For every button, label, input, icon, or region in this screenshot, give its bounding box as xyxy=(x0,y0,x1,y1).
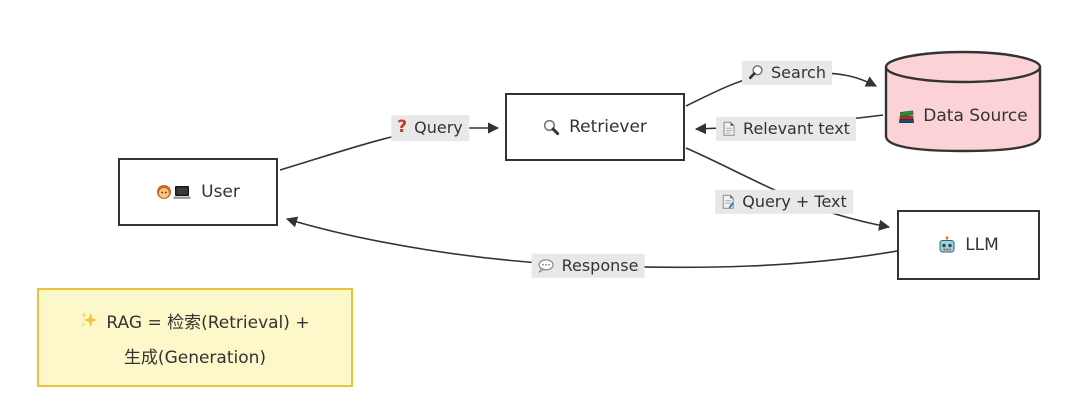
edge-label-response: Response xyxy=(531,253,645,279)
magnifier-icon xyxy=(748,65,764,81)
sparkles-icon xyxy=(80,311,98,329)
node-llm-label: LLM xyxy=(965,235,999,255)
node-data-source-label: Data Source xyxy=(923,106,1028,126)
note-line1: RAG = 检索(Retrieval) + xyxy=(106,312,310,333)
node-user-label: User xyxy=(201,182,240,202)
node-llm: LLM xyxy=(897,210,1040,280)
edge-response-text: Response xyxy=(561,255,639,275)
edge-query-text: Query xyxy=(414,117,463,137)
node-retriever: Retriever xyxy=(505,93,685,161)
node-retriever-label: Retriever xyxy=(569,117,647,137)
edge-label-relevant-text: Relevant text xyxy=(716,116,856,142)
woman-technologist-icon xyxy=(156,183,192,201)
edge-label-query: ? Query xyxy=(391,115,469,141)
edge-query-plus-text: Query + Text xyxy=(742,191,847,211)
note-line2: 生成(Generation) xyxy=(123,347,267,368)
memo-icon xyxy=(721,194,735,210)
edge-label-search: Search xyxy=(742,60,832,86)
books-icon xyxy=(898,108,915,125)
magnifier-icon xyxy=(543,119,560,136)
robot-icon xyxy=(938,236,956,254)
edge-label-query-plus-text: Query + Text xyxy=(715,189,853,215)
edge-search-text: Search xyxy=(771,62,826,82)
page-icon xyxy=(722,121,736,137)
red-question-icon: ? xyxy=(397,117,408,138)
node-data-source: Data Source xyxy=(884,50,1042,153)
speech-balloon-icon xyxy=(538,258,555,273)
edge-relevant-text: Relevant text xyxy=(743,118,850,138)
edge-retriever-to-llm xyxy=(685,147,891,231)
node-user: User xyxy=(118,158,278,226)
cylinder-shape xyxy=(884,50,1042,153)
note-rag-definition: RAG = 检索(Retrieval) + 生成(Generation) xyxy=(37,288,353,387)
